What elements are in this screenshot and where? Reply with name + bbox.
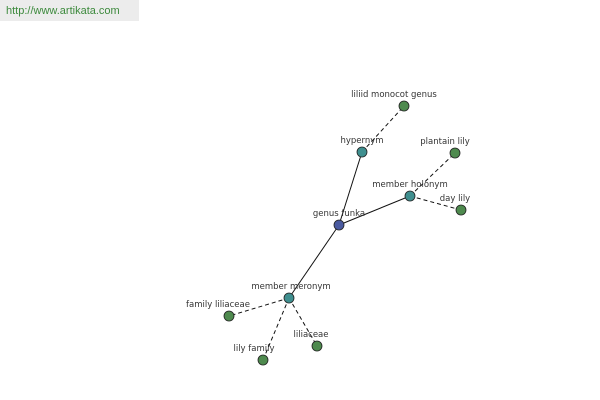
edge-member-meronym-to-lily-family <box>262 297 290 361</box>
node-plantain-lily[interactable]: plantain lily <box>420 137 470 159</box>
node-family-liliaceae[interactable]: family liliaceae <box>186 300 250 322</box>
node-label-liliaceae[interactable]: liliaceae <box>294 330 329 340</box>
edge-genus-funka-to-member-meronym <box>288 224 340 299</box>
nodes-layer: genus funka hypernym member holonym member … <box>186 90 470 366</box>
edge-member-holonym-to-plantain-lily <box>409 152 456 197</box>
node-circle-liliaceae[interactable] <box>311 340 323 352</box>
node-day-lily[interactable]: day lily <box>440 194 470 216</box>
node-member-meronym[interactable]: member meronym <box>251 282 331 304</box>
node-genus-funka[interactable]: genus funka <box>313 209 365 231</box>
node-liliid-monocot-genus[interactable]: liliid monocot genus <box>351 90 437 112</box>
node-circle-plantain-lily[interactable] <box>449 147 461 159</box>
node-liliaceae[interactable]: liliaceae <box>294 330 329 352</box>
node-label-plantain-lily[interactable]: plantain lily <box>420 137 469 147</box>
edge-genus-funka-to-member-holonym <box>338 195 411 226</box>
node-label-member-holonym[interactable]: member holonym <box>372 180 447 190</box>
edge-member-holonym-to-day-lily <box>409 195 462 211</box>
edge-genus-funka-to-hypernym <box>338 151 363 226</box>
edges-layer <box>228 105 462 361</box>
node-label-hypernym[interactable]: hypernym <box>340 136 383 146</box>
node-lily-family[interactable]: lily family <box>233 344 275 366</box>
site-url-link[interactable]: http://www.artikata.com <box>6 4 120 17</box>
node-label-member-meronym[interactable]: member meronym <box>251 282 330 292</box>
node-label-lily-family[interactable]: lily family <box>233 344 274 354</box>
node-label-liliid-monocot-genus[interactable]: liliid monocot genus <box>351 90 437 100</box>
node-label-genus-funka[interactable]: genus funka <box>313 209 365 219</box>
url-bar: http://www.artikata.com <box>0 0 139 21</box>
node-circle-family-liliaceae[interactable] <box>223 310 235 322</box>
node-member-holonym[interactable]: member holonym <box>372 180 448 202</box>
node-label-day-lily[interactable]: day lily <box>440 194 470 204</box>
node-circle-hypernym[interactable] <box>356 146 368 158</box>
node-label-family-liliaceae[interactable]: family liliaceae <box>186 300 250 310</box>
node-circle-lily-family[interactable] <box>257 354 269 366</box>
node-circle-genus-funka[interactable] <box>333 219 345 231</box>
node-hypernym[interactable]: hypernym <box>340 136 384 158</box>
node-circle-liliid-monocot-genus[interactable] <box>398 100 410 112</box>
edge-hypernym-to-liliid-monocot-genus <box>361 105 405 153</box>
node-circle-member-meronym[interactable] <box>283 292 295 304</box>
node-circle-day-lily[interactable] <box>455 204 467 216</box>
edge-member-meronym-to-liliaceae <box>288 297 318 347</box>
edge-member-meronym-to-family-liliaceae <box>228 297 290 317</box>
node-circle-member-holonym[interactable] <box>404 190 416 202</box>
